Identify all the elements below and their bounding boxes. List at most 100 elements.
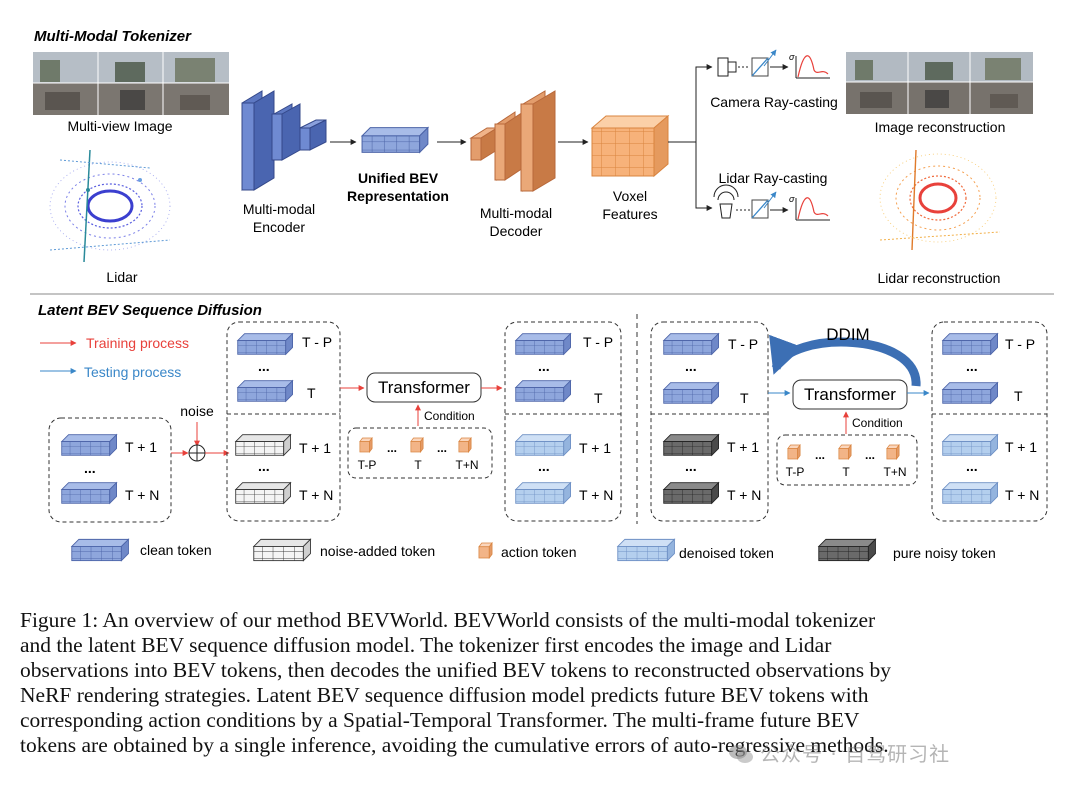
legend-clean-icon [71,538,129,562]
voxel-features [590,114,670,178]
decoder-label-2: Decoder [490,223,543,239]
label-t: T [1014,388,1023,404]
voxel-label-2: Features [602,206,657,222]
image-recon-label: Image reconstruction [875,119,1006,135]
label-t-plus-1: T + 1 [579,440,611,456]
action-token-icon [886,444,900,460]
test-out-den-t1 [942,434,999,456]
unified-bev-token [361,127,429,153]
act-label-tp: T-P [786,465,805,479]
dots: ... [685,358,697,374]
transformer-train-label: Transformer [378,378,470,397]
label-t-plus-n: T + N [299,487,333,503]
act-label-tn: T+N [883,465,906,479]
label-t-plus-n: T + N [579,487,613,503]
multimodal-encoder [241,90,327,191]
label-t-minus-p: T - P [583,334,613,350]
dots: ... [966,458,978,474]
wechat-icon [729,745,753,763]
label-t-plus-1: T + 1 [125,439,157,455]
noise-label: noise [180,403,214,419]
dots: ... [966,358,978,374]
legend-pure-noisy-icon [818,538,876,562]
condition-train-label: Condition [424,409,475,423]
sigma-1: σ [789,52,795,62]
encoder-label-1: Multi-modal [243,201,315,217]
train-noise-t1 [235,434,292,456]
caption-line: NeRF rendering strategies. Latent BEV se… [20,683,869,707]
dots: ... [538,458,550,474]
caption-line: Figure 1: An overview of our method BEVW… [20,608,876,632]
dots: ... [437,441,447,455]
action-train-box [347,427,493,479]
legend-action-label: action token [501,544,577,560]
label-t-plus-n: T + N [1005,487,1039,503]
lidar-reconstruction [879,149,1001,251]
token-legend: clean token noise-added token action tok… [71,538,996,562]
multimodal-decoder [469,90,556,192]
test-out-clean-t [942,382,999,404]
add-noise-icon [188,444,206,462]
bev-label-1: Unified BEV [358,170,439,186]
section-title-diffusion: Latent BEV Sequence Diffusion [38,302,262,319]
figure-caption: Figure 1: An overview of our method BEVW… [20,608,1065,758]
act-label-tp: T-P [358,458,377,472]
label-t-minus-p: T - P [302,334,332,350]
action-test-box [776,434,918,486]
multiview-image [33,52,229,115]
caption-line: observations into BEV tokens, then decod… [20,658,891,682]
lidar-recon-label: Lidar reconstruction [878,270,1001,286]
test-clean-t [663,382,720,404]
legend-pure-noisy-label: pure noisy token [893,545,996,561]
out-clean-tp [515,333,572,355]
label-t-minus-p: T - P [1005,336,1035,352]
train-clean-tp [237,333,294,355]
lidar-raycast-label: Lidar Ray-casting [719,170,828,186]
label-t-plus-1: T + 1 [299,440,331,456]
test-out-den-tn [942,482,999,504]
label-t: T [307,385,316,401]
dots: ... [258,358,270,374]
train-noise-tn [235,482,292,504]
transformer-test-label: Transformer [804,385,896,404]
action-token-icon [838,444,852,460]
dots: ... [865,448,875,462]
label-t: T [594,390,603,406]
testing-process-label: Testing process [84,364,181,380]
dots: ... [387,441,397,455]
act-label-t: T [842,465,850,479]
lidar-scan [49,149,171,263]
image-reconstruction [846,52,1033,114]
dots: ... [258,458,270,474]
section-title-tokenizer: Multi-Modal Tokenizer [34,28,192,45]
watermark: 公众号 · 自驾研习社 [728,738,950,767]
legend-action-icon [478,542,493,559]
legend-denoised-icon [617,538,675,562]
dots: ... [815,448,825,462]
act-label-tn: T+N [455,458,478,472]
label-t-plus-1: T + 1 [727,439,759,455]
camera-raycast-diagram [717,49,830,79]
dots: ... [538,358,550,374]
train-clean-t [237,380,294,402]
clean-token-tn [61,482,118,504]
condition-test-label: Condition [852,416,903,430]
lidar-raycast-diagram [713,184,830,221]
decoder-label-1: Multi-modal [480,205,552,221]
action-token-icon [410,437,424,453]
voxel-label-1: Voxel [613,188,647,204]
label-t-plus-n: T + N [125,487,159,503]
legend-denoised-label: denoised token [679,545,774,561]
watermark-text: 公众号 · 自驾研习社 [760,742,951,766]
test-dark-tn [663,482,720,504]
legend-clean-label: clean token [140,542,212,558]
act-label-t: T [414,458,422,472]
training-input-box [226,321,341,522]
test-dark-t1 [663,434,720,456]
dots: ... [84,460,96,476]
out-den-t1 [515,434,572,456]
action-token-icon [458,437,472,453]
legend-noise-icon [253,538,311,562]
training-output-box [504,321,622,522]
clean-future-box [48,417,172,523]
